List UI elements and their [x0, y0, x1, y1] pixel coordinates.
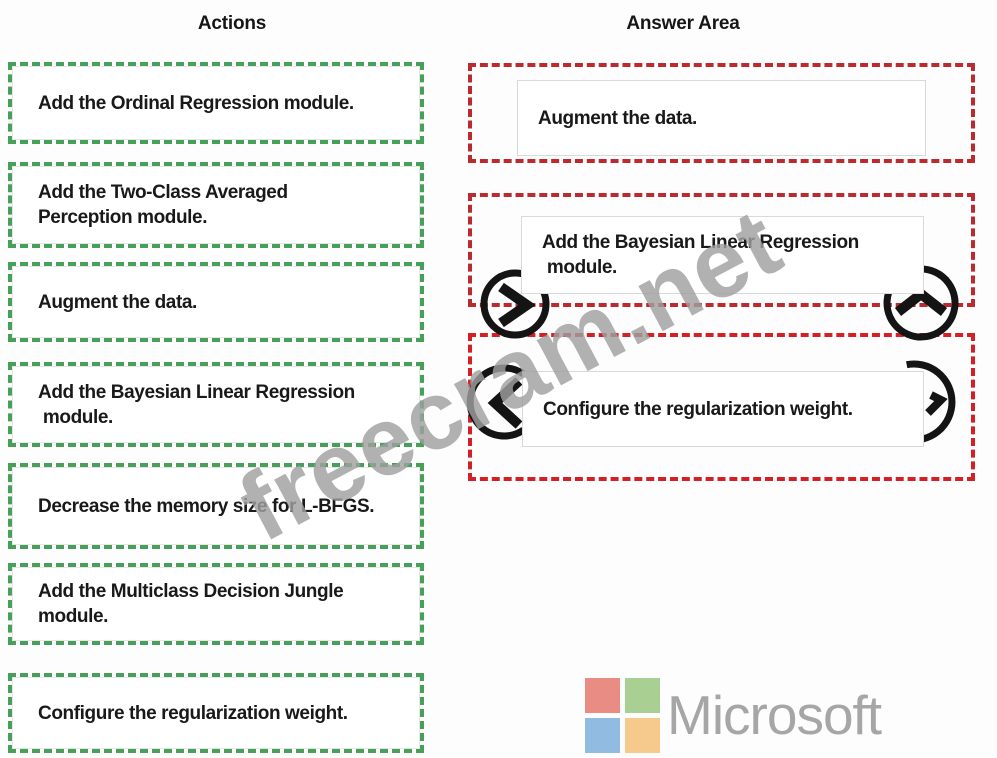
- microsoft-logo-tiles-icon: [585, 678, 660, 753]
- answer-card-bayesian-linear-regression[interactable]: Add the Bayesian Linear Regression modul…: [521, 216, 924, 294]
- circle-arrow-left-icon[interactable]: [466, 364, 526, 440]
- arc-arrow-right-icon[interactable]: [906, 360, 956, 444]
- microsoft-wordmark: Microsoft: [667, 684, 882, 746]
- logo-tile-red: [585, 678, 620, 713]
- action-item-label: Augment the data.: [38, 291, 197, 313]
- circle-arrow-up-icon[interactable]: [883, 265, 959, 341]
- answer-area-column-title: Answer Area: [626, 13, 740, 34]
- logo-tile-orange: [625, 718, 660, 753]
- circle-arrow-right-icon[interactable]: [480, 269, 550, 339]
- microsoft-logo: Microsoft: [585, 678, 915, 754]
- action-item-decrease-memory-lbfgs[interactable]: Decrease the memory size for L-BFGS.: [8, 463, 424, 549]
- action-item-configure-regularization-weight[interactable]: Configure the regularization weight.: [8, 673, 424, 753]
- answer-card-label: Add the Bayesian Linear Regression modul…: [542, 232, 859, 278]
- answer-card-label: Configure the regularization weight.: [543, 398, 853, 420]
- answer-slot-3[interactable]: Configure the regularization weight.: [468, 333, 975, 481]
- action-item-augment-data[interactable]: Augment the data.: [8, 262, 424, 342]
- action-item-multiclass-decision-jungle[interactable]: Add the Multiclass Decision Jungle modul…: [8, 563, 424, 645]
- action-item-label: Configure the regularization weight.: [38, 702, 348, 724]
- action-item-label: Add the Ordinal Regression module.: [38, 92, 354, 114]
- action-item-label: Add the Multiclass Decision Jungle modul…: [38, 581, 344, 627]
- logo-tile-green: [625, 678, 660, 713]
- answer-card-label: Augment the data.: [538, 107, 697, 129]
- action-item-label: Decrease the memory size for L-BFGS.: [38, 495, 375, 517]
- actions-column-title: Actions: [197, 13, 267, 34]
- logo-tile-blue: [585, 718, 620, 753]
- action-item-label: Add the Two-Class Averaged Perception mo…: [38, 182, 288, 228]
- answer-slot-2[interactable]: Add the Bayesian Linear Regression modul…: [468, 193, 975, 307]
- action-item-two-class-averaged-perception[interactable]: Add the Two-Class Averaged Perception mo…: [8, 162, 424, 248]
- answer-card-augment-data[interactable]: Augment the data.: [517, 80, 926, 156]
- action-item-ordinal-regression[interactable]: Add the Ordinal Regression module.: [8, 62, 424, 144]
- answer-slot-1[interactable]: Augment the data.: [468, 63, 975, 163]
- action-item-label: Add the Bayesian Linear Regression modul…: [38, 381, 355, 428]
- action-item-bayesian-linear-regression[interactable]: Add the Bayesian Linear Regression modul…: [8, 362, 424, 447]
- answer-card-configure-regularization-weight[interactable]: Configure the regularization weight.: [522, 371, 924, 447]
